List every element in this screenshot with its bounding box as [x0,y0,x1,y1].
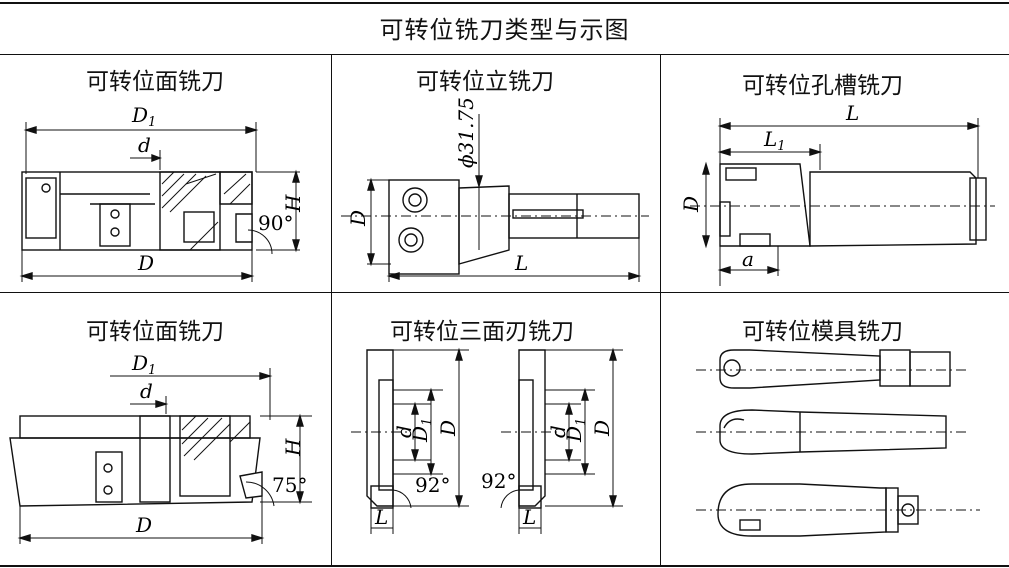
label-L: L [514,251,528,275]
side-mill-drawing: d D1 D 92° L d D1 D 92° L [351,347,623,534]
label-D-right: D [590,420,614,437]
label-L-left: L [374,505,388,529]
label-angle-92-left: 92° [415,473,450,497]
cell-title-die-mill: 可转位模具铣刀 [742,319,903,345]
label-D1: D1 [131,351,156,378]
label-L: L [845,101,859,125]
end-mill-drawing: ϕ31.75 D L [341,97,649,282]
die-mill-drawing [696,349,980,537]
label-D: D [137,251,154,275]
header-divider [0,54,1009,55]
label-d: d [392,425,416,438]
label-diameter: ϕ31.75 [454,97,478,168]
label-H: H [281,194,305,213]
figure-title: 可转位铣刀类型与示图 [379,15,630,44]
label-d: d [138,133,151,157]
label-D1: D1 [131,103,156,130]
label-D1: D1 [408,418,435,443]
cell-title-face-mill-2: 可转位面铣刀 [86,319,224,345]
label-d-right: d [546,425,570,438]
cell-title-slot-mill: 可转位孔槽铣刀 [742,73,903,99]
label-D: D [346,210,370,227]
label-D: D [679,196,703,213]
cell-title-face-mill-1: 可转位面铣刀 [86,69,224,95]
cell-title-end-mill: 可转位立铣刀 [416,69,554,95]
label-angle-75: 75° [272,473,307,497]
label-L-right: L [522,505,536,529]
face-mill-2-drawing: D1 d D 75° H [9,351,312,544]
cell-title-side-mill: 可转位三面刃铣刀 [390,319,574,345]
label-d: d [140,379,153,403]
label-D1-right: D1 [562,418,589,443]
label-a: a [742,247,754,271]
label-H: H [281,438,305,457]
label-L1: L1 [763,127,786,154]
slot-mill-drawing: L L1 D a [679,101,995,286]
bottom-border [0,565,1009,567]
face-mill-1-drawing: D1 d D 90° H [19,103,305,282]
label-angle-90: 90° [258,211,293,235]
row-divider [0,292,1009,293]
label-angle-92-right: 92° [481,469,516,493]
label-D: D [436,420,460,437]
label-D: D [135,513,152,537]
column-divider-2 [660,54,661,566]
column-divider-1 [331,54,332,566]
top-border [0,2,1009,4]
